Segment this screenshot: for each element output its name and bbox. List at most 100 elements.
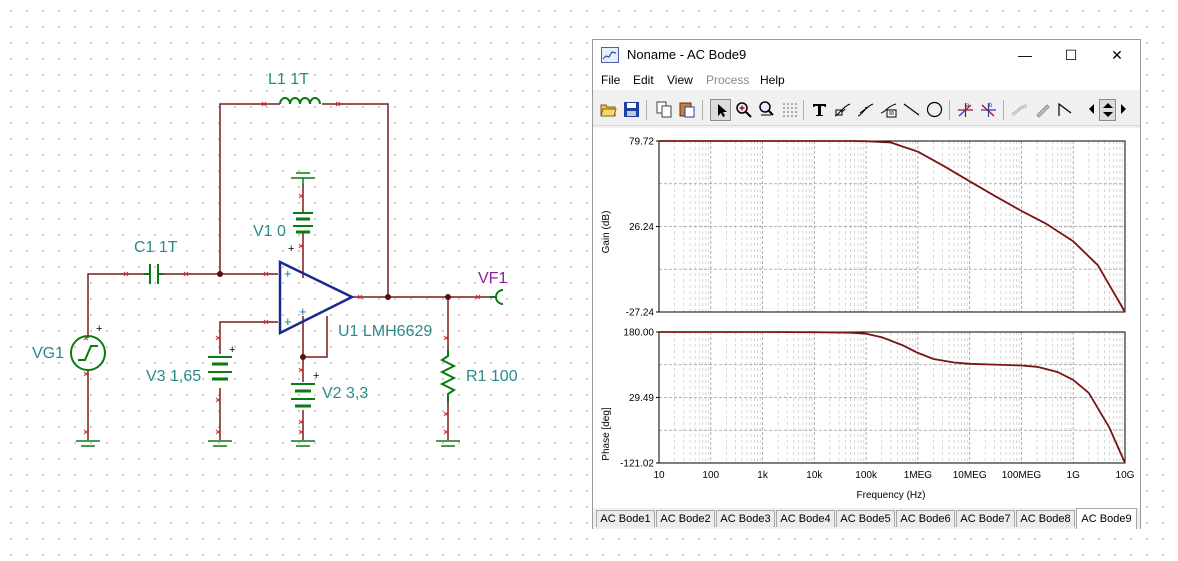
plus-sign: + [313,370,319,382]
cursor-a-button[interactable]: a [955,99,976,121]
vg1-source[interactable]: + VG1 [32,323,106,371]
circle-button[interactable] [924,99,945,121]
frequency-tick-label: 100MEG [1002,470,1042,481]
menu-process[interactable]: Process [706,73,750,87]
c1-capacitor[interactable]: C1 1T [134,239,178,284]
v3-battery[interactable]: + V3 1,65 [146,344,235,385]
comment-button[interactable] [878,99,899,121]
plus-sign: + [229,344,235,356]
tab-ac-bode6[interactable]: AC Bode6 [896,510,955,527]
ground-icon [436,440,460,447]
vf1-probe[interactable]: VF1 [478,270,507,305]
scroll-right-icon [1121,104,1126,114]
tab-bar: AC Bode1 AC Bode2 AC Bode3 AC Bode4 AC B… [593,508,1140,529]
toolbar-separator [1003,100,1004,120]
angle-button[interactable] [1055,99,1076,121]
noninverting-input-sign: + [284,314,292,329]
text-icon [813,104,826,116]
c1-label: C1 1T [134,239,178,256]
copy-button[interactable] [654,99,675,121]
label-curve-button[interactable] [832,99,853,121]
plus-sign: + [96,323,102,335]
vf1-label: VF1 [478,270,507,287]
pen-button[interactable] [1032,99,1053,121]
l1-inductor[interactable]: L1 1T [268,71,321,105]
zoom-in-icon [736,102,752,118]
u1-opamp[interactable]: + + + U1 LMH6629 [278,260,432,340]
ground-icon [291,440,315,447]
minimize-button[interactable]: — [1018,47,1032,63]
frequency-tick-label: 10G [1116,470,1135,481]
bode-plot-area[interactable]: Gain (dB) Phase [deg] Frequency (Hz) 79.… [593,128,1140,508]
v2-battery[interactable]: + V2 3,3 [291,370,368,408]
menu-help[interactable]: Help [760,73,785,87]
circle-icon [926,101,943,118]
paste-button[interactable] [677,99,698,121]
tab-ac-bode1[interactable]: AC Bode1 [596,510,655,527]
frequency-tick-label: 100 [702,470,719,481]
menu-edit[interactable]: Edit [633,73,654,87]
grid-icon [783,103,797,117]
zoom-in-button[interactable] [733,99,754,121]
wire-noninv [219,321,278,354]
tab-ac-bode3[interactable]: AC Bode3 [716,510,775,527]
pointer-button[interactable] [710,99,731,121]
cursor-a-icon: a [958,103,973,117]
tab-ac-bode7[interactable]: AC Bode7 [956,510,1015,527]
menu-file[interactable]: File [601,73,621,87]
close-button[interactable]: ✕ [1111,46,1123,63]
frequency-axis-label: Frequency (Hz) [857,490,926,501]
open-button[interactable] [598,99,619,121]
v2-label: V2 3,3 [322,385,368,402]
gain-curve[interactable] [659,140,1126,313]
phase-axis-label: Phase [deg] [601,407,612,461]
toolbar-separator [949,100,950,120]
wires [87,103,490,440]
inverting-input-sign: + [284,266,292,281]
r1-resistor[interactable]: R1 100 [439,350,518,402]
tab-ac-bode8[interactable]: AC Bode8 [1016,510,1075,527]
zoom-100-icon [759,101,774,116]
ground-icon [291,172,315,186]
scroll-left-button[interactable] [1086,99,1098,121]
copy-icon [656,101,672,118]
tab-ac-bode9[interactable]: AC Bode9 [1076,508,1137,529]
scroll-right-button[interactable] [1118,99,1130,121]
angle-icon [1058,102,1072,116]
maximize-button[interactable]: ☐ [1064,46,1078,63]
pin-markers [83,101,481,435]
bode-window[interactable]: Noname - AC Bode9 — ☐ ✕ File Edit View P… [592,39,1141,529]
bode-plots[interactable]: Gain (dB) Phase [deg] Frequency (Hz) 79.… [593,128,1140,508]
label-curve-icon [834,103,851,117]
tab-ac-bode2[interactable]: AC Bode2 [656,510,715,527]
svg-text:b: b [989,103,993,109]
toolbar-separator [803,100,804,120]
grid-button[interactable] [779,99,800,121]
text-button[interactable] [809,99,830,121]
arrow-curve-button[interactable] [855,99,876,121]
arrow-curve-icon [857,103,874,117]
tab-ac-bode4[interactable]: AC Bode4 [776,510,835,527]
frequency-tick-label: 1G [1067,470,1081,481]
svg-text:a: a [966,103,970,109]
scroll-updown-button[interactable] [1099,99,1116,121]
open-icon [600,104,617,117]
phase-curve[interactable] [659,331,1126,464]
junctions [217,271,451,360]
v1-battery[interactable]: + V1 0 [253,212,313,255]
circuit-schematic[interactable]: + VG1 C1 1T L1 1T + V1 0 + V3 1,65 [0,0,590,561]
title-bar[interactable]: Noname - AC Bode9 — ☐ ✕ [593,40,1140,70]
zoom-100-button[interactable] [756,99,777,121]
cursor-b-button[interactable]: b [978,99,999,121]
line-button[interactable] [901,99,922,121]
save-button[interactable] [621,99,642,121]
gain-axis-label: Gain (dB) [601,211,612,254]
phase-y-tick-label: -121.02 [620,459,654,470]
toolbar-separator [646,100,647,120]
smooth-button[interactable] [1009,99,1030,121]
menu-view[interactable]: View [667,73,693,87]
frequency-tick-label: 10MEG [953,470,987,481]
tab-ac-bode5[interactable]: AC Bode5 [836,510,895,527]
ground-icon [76,440,100,447]
